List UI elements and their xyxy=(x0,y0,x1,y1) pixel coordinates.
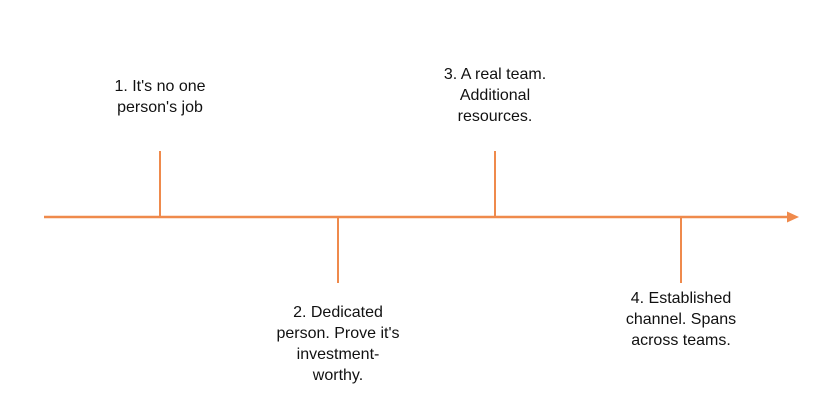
stage-4-label: 4. Established channel. Spans across tea… xyxy=(625,290,737,349)
timeline-arrowhead xyxy=(787,211,799,223)
stage-1-label: 1. It's no one person's job xyxy=(114,78,206,116)
stage-2-label: 2. Dedicated person. Prove it's investme… xyxy=(276,304,400,384)
stage-3-label: 3. A real team. Additional resources. xyxy=(443,66,547,125)
